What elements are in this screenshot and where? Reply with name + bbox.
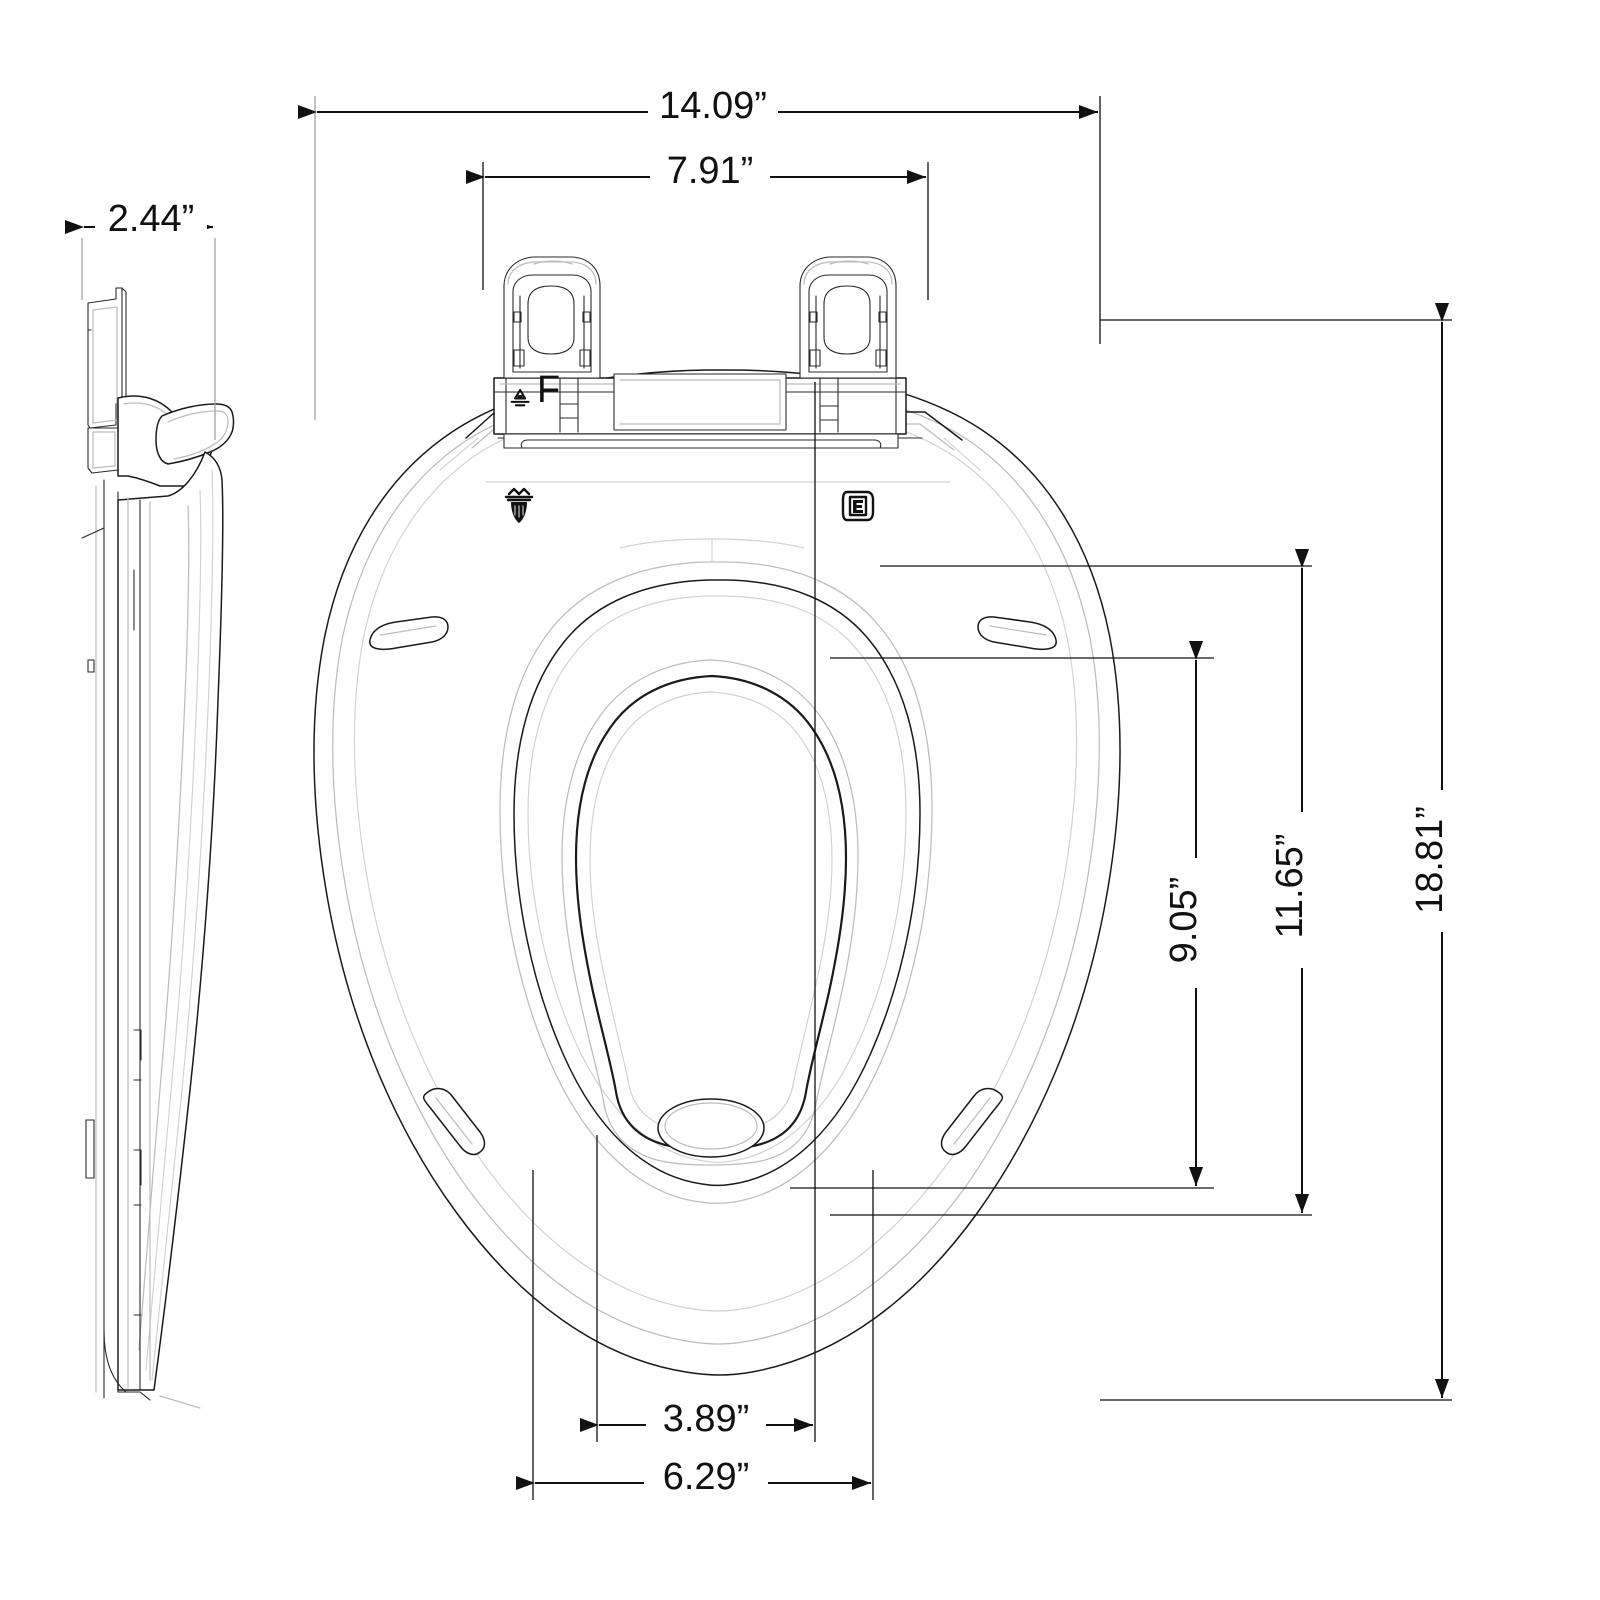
dimension-inner-opening-width: 3.89”: [579, 382, 816, 1442]
lid-outer-outline: [313, 369, 1121, 1376]
dimension-inner-opening-width-label: 3.89”: [663, 1398, 750, 1440]
dimension-hinge-spacing-label: 7.91”: [667, 150, 754, 192]
dimension-overall-width: 14.09”: [297, 85, 1101, 420]
bumper-slot-lower-left: [422, 1087, 486, 1156]
side-profile-notches: [81, 527, 142, 1316]
recycle-material-icon: [510, 388, 530, 407]
lid-front-curve: [619, 538, 805, 549]
seat-ring: [499, 561, 933, 1205]
hinge-bracket-left: [503, 256, 601, 379]
hinge-mark-letter: F: [537, 369, 560, 411]
dimension-overall-length: 18.81”: [1100, 302, 1464, 1401]
crown-emblem-icon: [504, 487, 534, 523]
dimension-overall-length-label: 18.81”: [1409, 806, 1451, 914]
side-profile-view: [81, 287, 235, 1409]
bumper-slot-upper-left: [369, 616, 449, 651]
dimension-thickness-label: 2.44”: [108, 198, 195, 240]
boxed-e-mark-icon: [841, 490, 875, 522]
top-plan-view: F: [313, 256, 1121, 1376]
front-relief-ellipse: [657, 1098, 765, 1158]
dimension-seat-ring-length: 11.65”: [830, 548, 1324, 1216]
bumper-slot-upper-right: [977, 616, 1057, 651]
dimension-inner-opening-length: 9.05”: [790, 640, 1218, 1189]
bumper-slot-lower-right: [940, 1087, 1004, 1156]
hinge-assembly: F: [493, 256, 907, 449]
hinge-bracket-right: [799, 256, 897, 379]
dimension-thickness: 2.44”: [64, 198, 216, 440]
dimension-seat-ring-width-label: 6.29”: [663, 1456, 750, 1498]
dimension-hinge-spacing: 7.91”: [465, 150, 929, 300]
dimension-seat-ring-length-label: 11.65”: [1269, 834, 1311, 939]
side-seat-slab-lines: [95, 479, 151, 1399]
dimension-overall-width-label: 14.09”: [659, 85, 767, 127]
side-lid-band: [155, 403, 235, 465]
side-profile-tail: [103, 1329, 201, 1409]
dimension-seat-ring-width: 6.29”: [515, 1170, 874, 1500]
dimension-inner-opening-length-label: 9.05”: [1163, 877, 1205, 964]
